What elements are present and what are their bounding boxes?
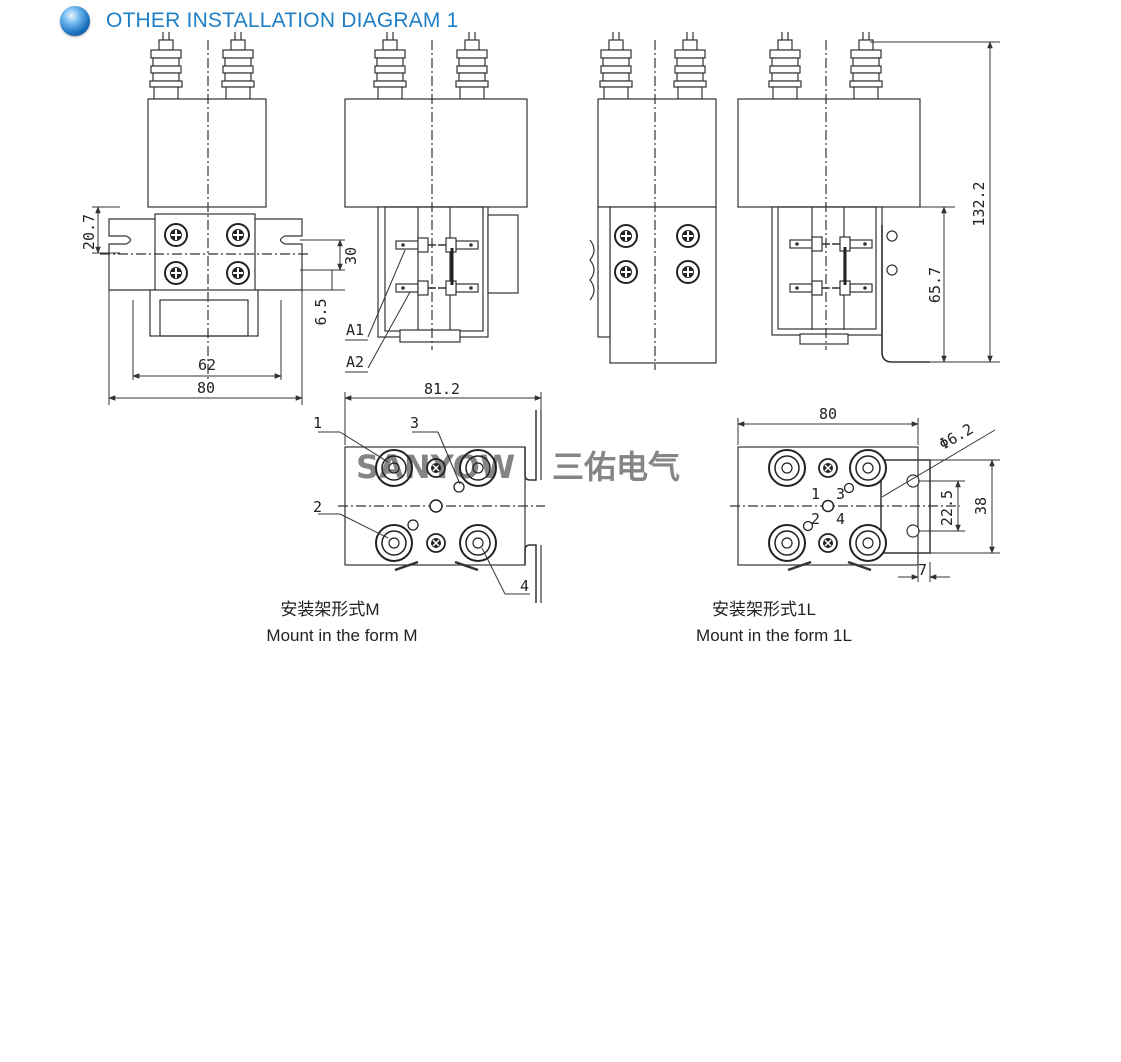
side-view-4 (737, 31, 930, 363)
dims-view-4 (870, 41, 1000, 363)
bottom-terminals-1l (768, 449, 887, 562)
dim-m-width: 81.2 (424, 380, 460, 398)
dim-outer-width: 80 (197, 379, 215, 397)
caption-l-chinese: 安装架形式1L (712, 600, 816, 619)
front-view-1 (100, 31, 310, 380)
caption-l-english: Mount in the form 1L (696, 626, 852, 645)
dim-hole-pitch: 22.5 (938, 490, 956, 526)
dim-l-width: 80 (819, 405, 837, 423)
watermark-chinese: 三佑电气 (552, 448, 680, 486)
dim-mount-height: 65.7 (926, 267, 944, 303)
callout-l-3: 3 (836, 485, 845, 503)
terminal-a1-label: A1 (346, 321, 364, 339)
watermark-latin: SANYOW (356, 448, 515, 486)
callout-m-4: 4 (520, 577, 529, 595)
callout-l-2: 2 (811, 510, 820, 528)
page-title: OTHER INSTALLATION DIAGRAM 1 (106, 9, 459, 32)
side-view-3 (589, 31, 717, 370)
callout-l-1: 1 (811, 485, 820, 503)
dims-view-1l (737, 418, 1000, 582)
blue-sphere-bullet-icon (60, 6, 90, 36)
callout-m-2: 2 (313, 498, 322, 516)
caption-m-english: Mount in the form M (266, 626, 417, 645)
dim-slot-pitch: 30 (342, 247, 360, 265)
caption-m-chinese: 安装架形式M (280, 600, 379, 619)
coil-tabs-4 (789, 236, 873, 296)
dim-total-height: 132.2 (970, 181, 988, 226)
side-view-2 (344, 31, 528, 350)
dim-front-height: 20.7 (80, 214, 98, 250)
callout-leaders-m (318, 392, 542, 595)
dim-l-height: 38 (972, 497, 990, 515)
callout-m-1: 1 (313, 414, 322, 432)
coil-tabs-2 (395, 237, 479, 296)
bottom-view-1l (730, 446, 960, 572)
dim-hole-diameter: Φ6.2 (936, 420, 976, 454)
callout-l-4: 4 (836, 510, 845, 528)
dim-inner-width: 62 (198, 356, 216, 374)
callout-m-3: 3 (410, 414, 419, 432)
terminal-leaders (345, 249, 411, 373)
dims-view-1 (92, 206, 345, 405)
dim-slot-offset: 6.5 (312, 298, 330, 325)
dim-flange: 7 (918, 561, 927, 579)
bottom-terminals-m (375, 449, 497, 562)
terminal-a2-label: A2 (346, 353, 364, 371)
section-header: OTHER INSTALLATION DIAGRAM 1 (60, 4, 459, 38)
